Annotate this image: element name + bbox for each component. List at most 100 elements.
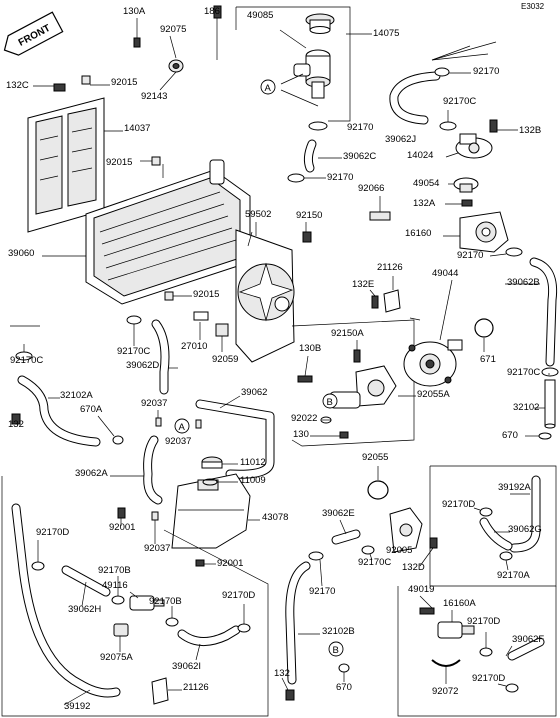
thermo-switch-27010 bbox=[193, 311, 209, 340]
callout-a-top-letter: A bbox=[265, 83, 272, 94]
part-label-92170c: 92170C bbox=[358, 557, 391, 568]
part-label-92001: 92001 bbox=[109, 522, 135, 533]
radiator-shroud bbox=[27, 97, 105, 233]
bolt-132-low bbox=[285, 689, 295, 701]
part-label-132: 132 bbox=[8, 419, 24, 430]
bracket-21126 bbox=[383, 289, 401, 313]
part-label-186: 186 bbox=[204, 6, 220, 17]
thermostat-cover-14024 bbox=[455, 133, 493, 159]
part-label-16160a: 16160A bbox=[443, 598, 476, 609]
clamp-92170d-left bbox=[31, 561, 45, 571]
part-label-132: 132 bbox=[274, 668, 290, 679]
bolt-132c bbox=[33, 83, 66, 92]
part-label-92143: 92143 bbox=[141, 91, 167, 102]
part-label-130b: 130B bbox=[299, 343, 321, 354]
radiator-cap bbox=[305, 13, 335, 34]
o-ring-670a bbox=[112, 435, 124, 445]
clamp-92170-low bbox=[308, 551, 324, 561]
part-label-49085: 49085 bbox=[247, 10, 273, 21]
pump-group-box bbox=[291, 319, 415, 447]
part-label-11012: 11012 bbox=[240, 457, 266, 468]
callout-a-top: A bbox=[260, 79, 276, 95]
part-label-92170: 92170 bbox=[473, 66, 499, 77]
cap-group-bracket bbox=[236, 6, 351, 122]
water-pump-49044 bbox=[403, 339, 463, 387]
part-label-39062g: 39062G bbox=[508, 524, 542, 535]
o-ring-670-low bbox=[338, 663, 350, 673]
part-label-39192a: 39192A bbox=[498, 482, 531, 493]
part-label-92170: 92170 bbox=[347, 122, 373, 133]
part-label-39062a: 39062A bbox=[75, 468, 108, 479]
housing-16160a bbox=[437, 621, 475, 639]
bolt-186 bbox=[213, 5, 222, 60]
part-label-39062f: 39062F bbox=[512, 634, 544, 645]
part-label-92170b: 92170B bbox=[98, 565, 131, 576]
pump-cover bbox=[355, 365, 397, 407]
bolt-92001-right bbox=[195, 559, 205, 567]
tank-cap-11012 bbox=[201, 456, 223, 469]
pipe-32102 bbox=[544, 379, 556, 429]
part-label-92170c: 92170C bbox=[117, 346, 150, 357]
nut-92015-mid bbox=[151, 156, 161, 166]
clamp-92170a bbox=[499, 551, 513, 561]
collar-92059 bbox=[215, 323, 229, 352]
bolt-130b bbox=[297, 375, 313, 383]
part-label-92075: 92075 bbox=[160, 24, 186, 35]
bracket-21126-lower bbox=[151, 677, 169, 705]
callout-b-pump-letter: B bbox=[327, 397, 333, 408]
part-label-92037: 92037 bbox=[144, 543, 170, 554]
bolt-130a bbox=[133, 18, 141, 48]
clamp-92170c-mid-left bbox=[126, 315, 142, 325]
part-label-92015: 92015 bbox=[111, 77, 137, 88]
part-label-670a: 670A bbox=[80, 404, 103, 415]
part-label-92075a: 92075A bbox=[100, 652, 133, 663]
part-label-92005: 92005 bbox=[386, 545, 412, 556]
clamp-92170d-lowleft bbox=[237, 623, 251, 633]
part-label-92170d: 92170D bbox=[442, 499, 475, 510]
clamp-92170d-right bbox=[479, 507, 493, 517]
part-label-39062: 39062 bbox=[241, 387, 267, 398]
clamp-92170d-r2 bbox=[479, 647, 493, 657]
part-label-39060: 39060 bbox=[8, 248, 34, 259]
part-label-49054: 49054 bbox=[413, 178, 439, 189]
part-label-92170c: 92170C bbox=[10, 355, 43, 366]
part-label-14075: 14075 bbox=[373, 28, 399, 39]
bolt-132-left bbox=[11, 413, 21, 425]
clip-92037-a bbox=[155, 417, 162, 427]
part-label-132e: 132E bbox=[352, 279, 374, 290]
part-label-92059: 92059 bbox=[212, 354, 238, 365]
part-label-27010: 27010 bbox=[181, 341, 207, 352]
temp-sensor-92066 bbox=[369, 196, 391, 221]
callout-b-pump: B bbox=[322, 393, 338, 409]
part-label-132a: 132A bbox=[413, 198, 436, 209]
part-label-132c: 132C bbox=[6, 80, 29, 91]
filler-neck bbox=[293, 49, 331, 99]
part-label-132b: 132B bbox=[519, 125, 541, 136]
part-label-92001: 92001 bbox=[217, 558, 243, 569]
part-label-39062b: 39062B bbox=[507, 277, 540, 288]
part-label-49044: 49044 bbox=[432, 268, 458, 279]
callout-b-low: B bbox=[328, 641, 344, 657]
part-label-92170: 92170 bbox=[457, 250, 483, 261]
part-label-59502: 59502 bbox=[245, 209, 271, 220]
bolt-132b bbox=[489, 119, 518, 133]
bolt-92150 bbox=[302, 222, 312, 243]
part-label-92170d: 92170D bbox=[467, 616, 500, 627]
part-label-39062j: 39062J bbox=[385, 134, 416, 145]
part-label-92170a: 92170A bbox=[497, 570, 530, 581]
clip-92037-b bbox=[195, 419, 202, 429]
part-label-14037: 14037 bbox=[124, 123, 150, 134]
part-label-92037: 92037 bbox=[141, 398, 167, 409]
part-label-670: 670 bbox=[502, 430, 518, 441]
bolt-132a bbox=[461, 199, 473, 207]
part-label-92150: 92150 bbox=[296, 210, 322, 221]
part-label-92072: 92072 bbox=[432, 686, 458, 697]
nut-92015-top bbox=[81, 75, 91, 85]
part-label-92170d: 92170D bbox=[472, 673, 505, 684]
bolt-132d bbox=[429, 537, 438, 549]
part-label-43078: 43078 bbox=[262, 512, 288, 523]
part-label-32102: 32102 bbox=[513, 402, 539, 413]
part-label-39192: 39192 bbox=[64, 701, 90, 712]
part-label-92170b: 92170B bbox=[149, 596, 182, 607]
